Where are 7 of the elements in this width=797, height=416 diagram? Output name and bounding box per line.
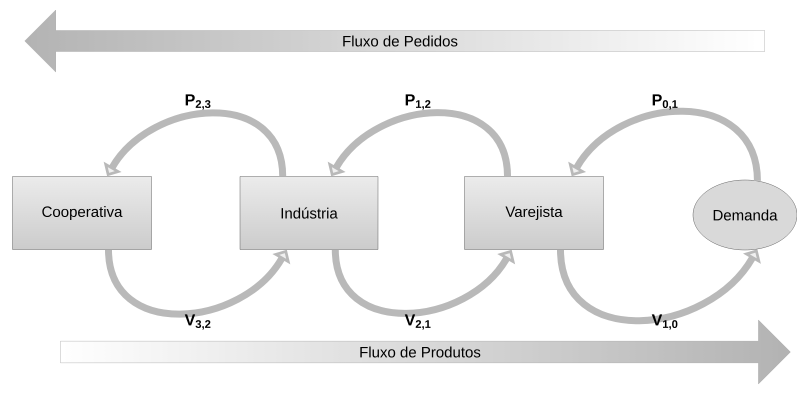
process-box: Cooperativa (12, 176, 152, 250)
ellipse-node: Demanda (692, 180, 797, 250)
edge-label: P$_{2,3}$ (186, 94, 210, 110)
edge-label: P$_{1,2}$ (406, 94, 430, 110)
edge-label: P$_{0,1}$ (652, 94, 678, 110)
process-box: Indústria (240, 176, 378, 250)
process-box: Varejista (464, 176, 604, 250)
